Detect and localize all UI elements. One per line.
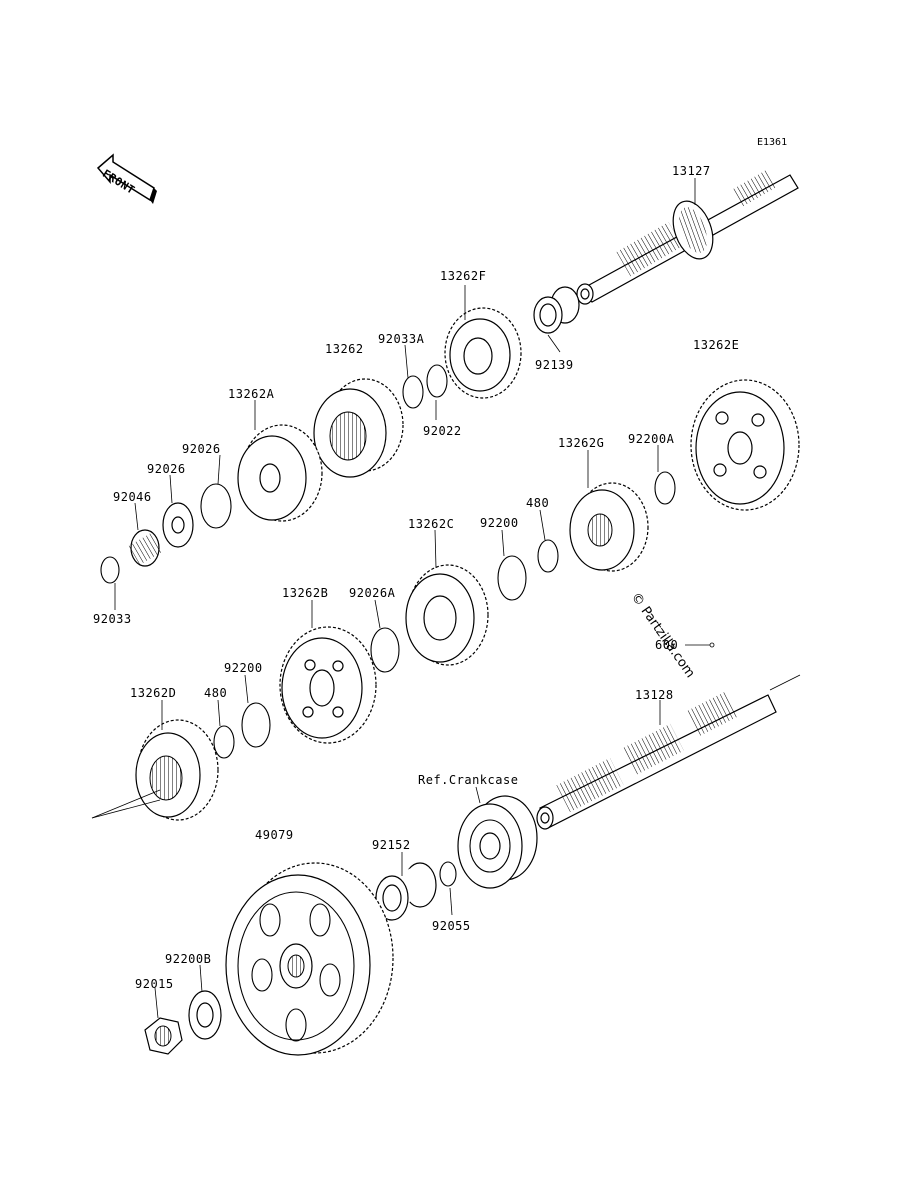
ring-92200-a xyxy=(497,555,527,601)
part-label-13262b[interactable]: 13262B xyxy=(282,586,329,600)
part-label-92200-a[interactable]: 92200 xyxy=(480,516,519,530)
part-label-92026a[interactable]: 92026A xyxy=(349,586,396,600)
part-label-92200a[interactable]: 92200A xyxy=(628,432,675,446)
bearing-crankcase xyxy=(457,795,538,889)
part-label-92015[interactable]: 92015 xyxy=(135,977,174,991)
ring-92200-b xyxy=(241,702,271,748)
part-label-13262c[interactable]: 13262C xyxy=(408,517,455,531)
ring-480-a xyxy=(537,539,559,573)
part-label-13127[interactable]: 13127 xyxy=(672,164,711,178)
gear-13262c xyxy=(405,564,489,666)
part-label-13262a[interactable]: 13262A xyxy=(228,387,275,401)
washer-92026-a xyxy=(200,483,232,529)
sprocket-49079 xyxy=(225,862,394,1056)
gear-13262e xyxy=(690,379,800,511)
output-shaft-13127 xyxy=(576,169,799,305)
gear-13262 xyxy=(313,378,404,478)
part-label-92026-b[interactable]: 92026 xyxy=(147,462,186,476)
bearing-92046 xyxy=(128,529,162,567)
collar-92152 xyxy=(375,862,437,921)
part-label-92200-b[interactable]: 92200 xyxy=(224,661,263,675)
leader-lines xyxy=(114,178,710,1019)
sleeve-92139 xyxy=(533,286,580,334)
part-label-13262g[interactable]: 13262G xyxy=(558,436,605,450)
nut-92015 xyxy=(144,1017,183,1055)
diagram-code: E1361 xyxy=(757,137,788,148)
ref-crankcase-note: Ref.Crankcase xyxy=(418,773,519,787)
gear-13262f xyxy=(444,307,522,399)
drive-shaft-13128 xyxy=(536,674,801,830)
part-label-13262[interactable]: 13262 xyxy=(325,342,364,356)
part-label-480-a[interactable]: 480 xyxy=(526,496,550,510)
gear-13262g xyxy=(569,482,649,572)
part-label-13262e[interactable]: 13262E xyxy=(693,338,740,352)
oring-92055 xyxy=(439,861,457,887)
part-label-92033[interactable]: 92033 xyxy=(93,612,132,626)
ring-92200a xyxy=(654,471,676,505)
part-label-92022[interactable]: 92022 xyxy=(423,424,462,438)
ring-480-b xyxy=(213,725,235,759)
gear-13262b xyxy=(279,626,377,744)
part-label-92139[interactable]: 92139 xyxy=(535,358,574,372)
part-label-480-b[interactable]: 480 xyxy=(204,686,228,700)
part-label-92046[interactable]: 92046 xyxy=(113,490,152,504)
part-label-92055[interactable]: 92055 xyxy=(432,919,471,933)
part-label-13262f[interactable]: 13262F xyxy=(440,269,487,283)
part-label-92026-a[interactable]: 92026 xyxy=(182,442,221,456)
part-label-13262d[interactable]: 13262D xyxy=(130,686,177,700)
part-label-13128[interactable]: 13128 xyxy=(635,688,674,702)
part-label-92152[interactable]: 92152 xyxy=(372,838,411,852)
front-arrow-icon xyxy=(96,153,157,204)
part-label-92200b[interactable]: 92200B xyxy=(165,952,212,966)
gear-13262d xyxy=(135,719,219,821)
part-label-600[interactable]: 600 xyxy=(655,638,679,652)
ring-92022 xyxy=(426,364,448,398)
part-label-49079[interactable]: 49079 xyxy=(255,828,294,842)
gear-13262a xyxy=(237,424,323,522)
circlip-92033 xyxy=(100,556,120,584)
ring-92026a xyxy=(370,627,400,673)
part-label-92033a[interactable]: 92033A xyxy=(378,332,425,346)
ring-92033a xyxy=(402,375,424,409)
